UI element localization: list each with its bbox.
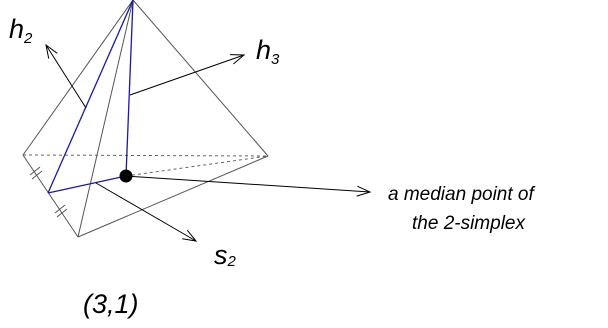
caption: (3,1) — [83, 289, 139, 319]
label-s2: s2 — [214, 240, 237, 270]
tetrahedron — [22, 0, 269, 238]
label-h3: h3 — [256, 35, 280, 68]
h2-arrow — [45, 43, 87, 109]
h3-arrow — [129, 54, 246, 96]
arrows — [45, 43, 372, 242]
tick-mark — [54, 204, 66, 214]
blue-apex-to-median — [125, 0, 134, 177]
median-arrow — [125, 175, 372, 197]
edge-front-right — [77, 155, 269, 238]
median-point — [119, 169, 133, 183]
tick-mark — [56, 208, 68, 218]
tick-mark — [29, 166, 41, 176]
blue-lines — [47, 0, 134, 194]
median-hidden — [125, 155, 269, 177]
label-h2: h2 — [9, 14, 33, 47]
edge-left-front — [22, 154, 79, 238]
blue-base-segment — [47, 175, 127, 194]
edge-back-hidden — [22, 154, 269, 157]
tick-mark — [31, 170, 43, 180]
edge-apex-left — [22, 0, 134, 156]
edge-apex-front — [77, 0, 134, 238]
blue-apex-to-edge — [47, 0, 134, 194]
edge-apex-right — [132, 0, 269, 157]
s2-arrow — [95, 182, 198, 242]
annotation-line-1: a median point of — [388, 184, 535, 205]
annotation-line-2: the 2-simplex — [412, 213, 526, 234]
